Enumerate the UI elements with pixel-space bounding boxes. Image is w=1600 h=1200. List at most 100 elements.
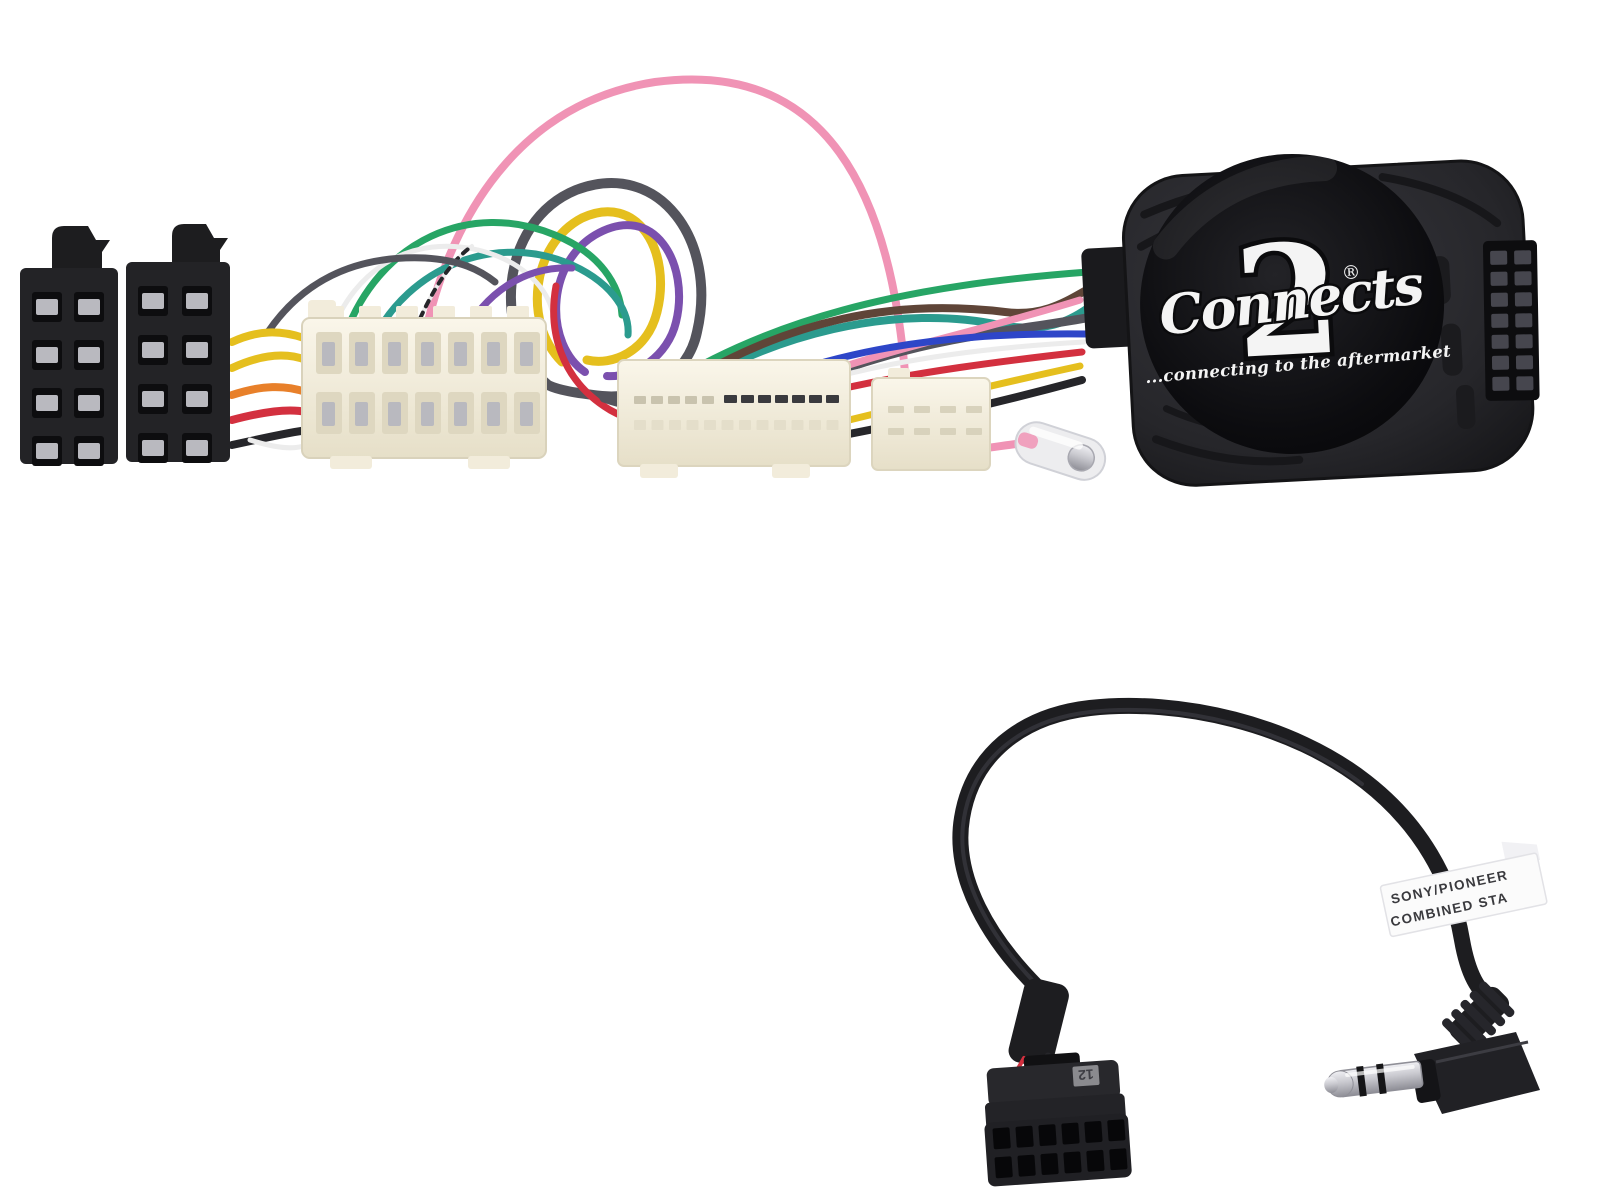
pin xyxy=(142,391,164,407)
pin-sockets xyxy=(992,1119,1128,1179)
pin xyxy=(914,428,930,435)
jack-body xyxy=(1414,1032,1540,1114)
pin xyxy=(142,342,164,358)
pin xyxy=(520,342,533,366)
slot-row-dark xyxy=(724,395,839,403)
marking-plate xyxy=(1072,1065,1100,1087)
pin xyxy=(1015,1125,1034,1148)
pin xyxy=(758,395,771,403)
wire-gray-riser xyxy=(264,254,499,336)
pin xyxy=(1086,1149,1105,1172)
pin xyxy=(186,391,208,407)
foot-tab xyxy=(330,456,372,469)
pin xyxy=(78,299,100,315)
pin xyxy=(78,395,100,411)
wire-white-riser xyxy=(327,243,555,339)
pin xyxy=(826,420,839,430)
pin xyxy=(186,342,208,358)
wire-black-lead xyxy=(228,426,312,449)
foot-tab xyxy=(468,456,510,469)
slot-row-lower xyxy=(634,420,839,430)
latch-tab xyxy=(52,226,110,268)
wire-red-lead xyxy=(228,406,310,424)
pin xyxy=(1514,271,1532,286)
connector-body xyxy=(617,359,851,467)
pin xyxy=(520,402,533,426)
housing-highlight xyxy=(1029,426,1083,450)
pin xyxy=(36,443,58,459)
pin xyxy=(186,440,208,456)
cable-label: SONY/PIONEER COMBINED STA xyxy=(1379,841,1548,938)
relief-rib xyxy=(1478,981,1515,1018)
pin xyxy=(686,420,699,430)
pin xyxy=(809,420,821,430)
registered-mark: ® xyxy=(1341,261,1361,284)
pin xyxy=(396,306,418,320)
logo-disc xyxy=(1140,153,1445,454)
pin xyxy=(186,293,208,309)
pin xyxy=(322,402,335,426)
pin xyxy=(142,293,164,309)
pin xyxy=(940,406,956,413)
pin xyxy=(669,420,681,430)
brand-number: 2 xyxy=(1230,209,1345,393)
aux-jack-35mm xyxy=(1324,1032,1540,1114)
pin xyxy=(421,342,434,366)
pins xyxy=(322,342,533,426)
pin xyxy=(888,428,904,435)
pin xyxy=(1063,1151,1082,1174)
pin xyxy=(994,1156,1013,1179)
pin xyxy=(36,395,58,411)
pin xyxy=(1514,250,1532,265)
pin xyxy=(322,306,344,320)
wire-stub xyxy=(1017,432,1039,449)
foot-tab xyxy=(640,464,678,478)
iso-connector-right xyxy=(126,224,230,463)
pin xyxy=(792,395,805,403)
pin xyxy=(634,420,646,430)
pin xyxy=(888,406,904,413)
plug-highlight xyxy=(1345,1064,1415,1077)
socket-holes xyxy=(1490,250,1534,391)
pin xyxy=(359,306,381,320)
pin-count-marking: 12 xyxy=(1077,1066,1094,1083)
pin xyxy=(809,395,822,403)
pin xyxy=(966,428,982,435)
pin xyxy=(634,396,646,404)
pin xyxy=(1515,313,1533,328)
patch-cable-sheen xyxy=(960,707,1364,986)
pin xyxy=(651,420,664,430)
pin xyxy=(756,420,769,430)
molex-12pin-connector: 12 xyxy=(984,1052,1132,1187)
pin xyxy=(1038,1124,1057,1147)
plug-tip-assembly xyxy=(1324,1060,1424,1098)
pin xyxy=(940,428,956,435)
pin xyxy=(355,342,368,366)
connector-body xyxy=(871,377,991,471)
relief-rib xyxy=(1460,999,1496,1036)
pin xyxy=(454,402,467,426)
slot-row-light xyxy=(634,396,714,404)
pin xyxy=(355,402,368,426)
wire-white-lead xyxy=(247,437,309,451)
pin xyxy=(724,395,737,403)
pin xyxy=(1515,355,1534,370)
pin xyxy=(142,440,164,456)
pin xyxy=(992,1127,1011,1150)
pin xyxy=(1491,355,1510,370)
vehicle-connector-large xyxy=(301,300,547,469)
harness-wires xyxy=(228,75,1094,466)
iso-right-pins xyxy=(142,293,208,456)
wire-yellow-lead xyxy=(228,328,308,346)
swc-interface-box: 2 Connects ® ...connecting to the afterm… xyxy=(1081,153,1540,487)
pin xyxy=(1017,1154,1036,1177)
pin xyxy=(741,395,754,403)
output-socket xyxy=(1482,240,1540,401)
pin xyxy=(36,347,58,363)
pin xyxy=(1107,1119,1126,1142)
pin xyxy=(1084,1120,1103,1143)
pin xyxy=(1491,334,1509,349)
pin xyxy=(685,396,697,404)
